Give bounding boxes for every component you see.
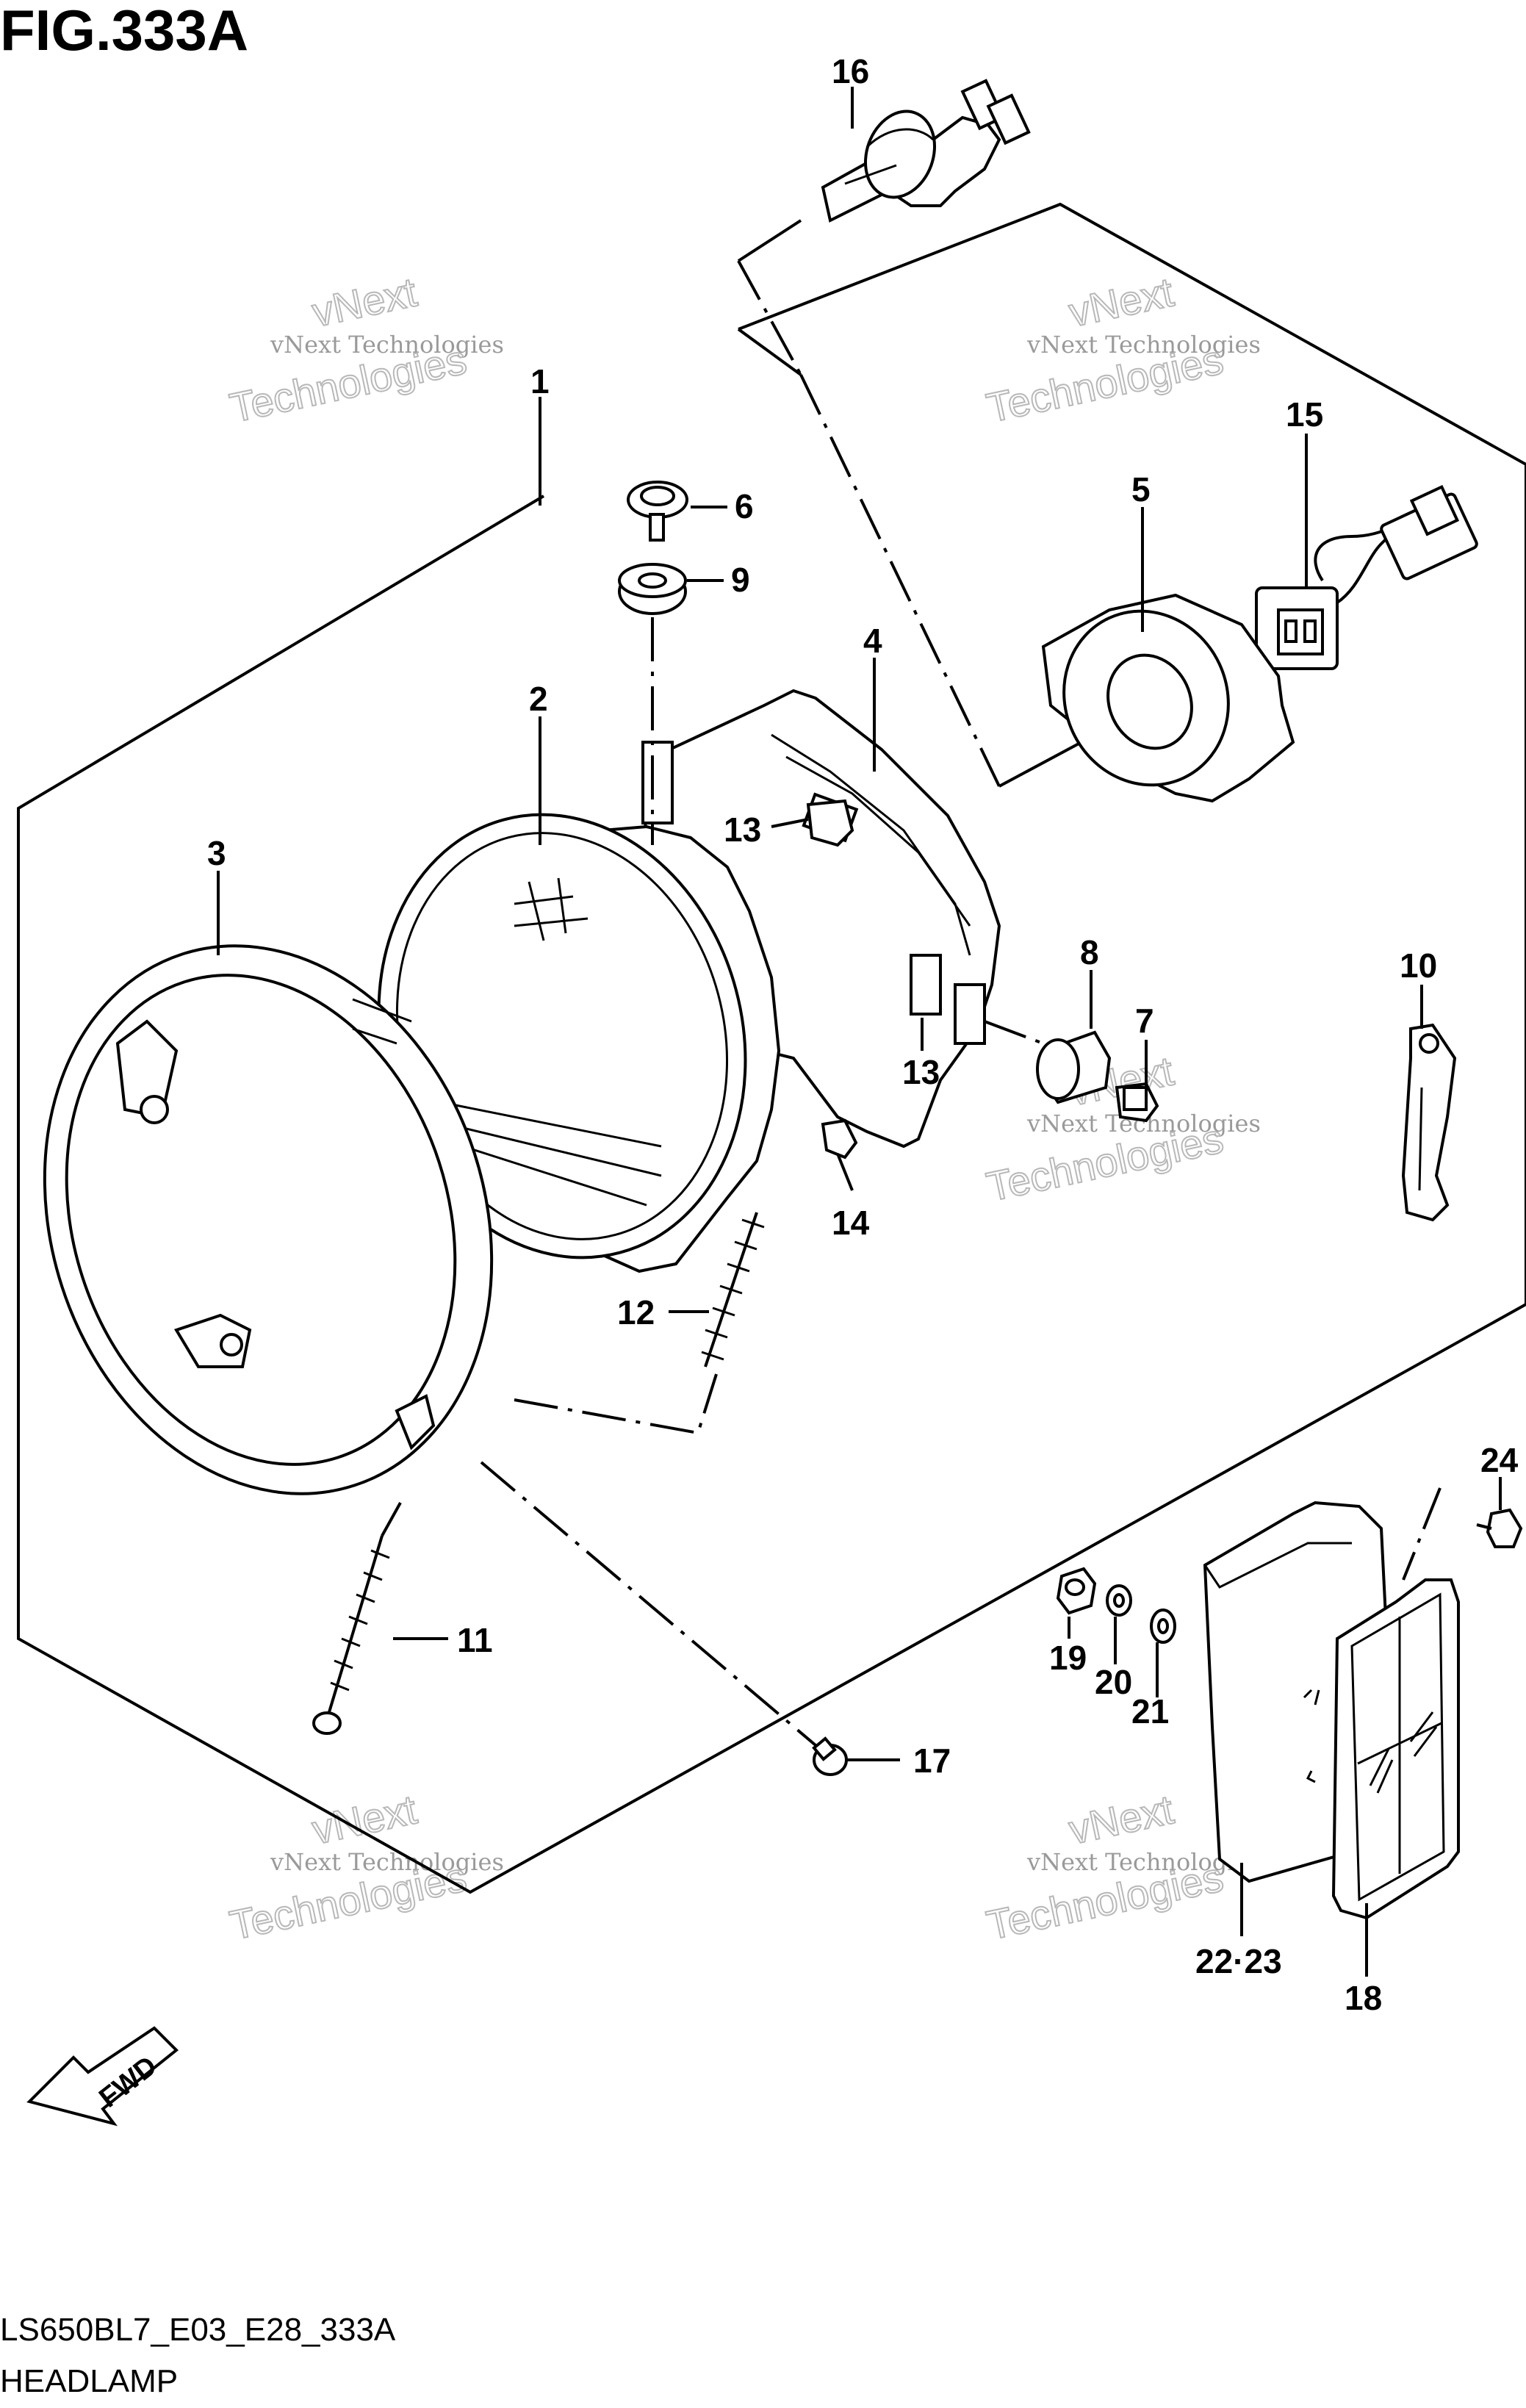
watermark-text: vNext Technologies [270,1848,504,1876]
headlamp-rim[interactable] [0,887,561,1552]
grommet8-leader-dash [984,1020,1044,1045]
callout-19: 19 [1049,1639,1087,1677]
part-11-screw[interactable] [312,1535,390,1735]
part-10-band[interactable] [1401,1023,1457,1222]
part-8-grommet[interactable] [1036,1030,1112,1104]
model-code: LS650BL7_E03_E28_333A [0,2312,396,2348]
callout-13-upper: 13 [724,811,761,849]
screw11-leader-dash [381,1502,402,1537]
bulb-to-socket-dash [799,374,1001,787]
bulb-leader-top [737,219,802,262]
callout-4: 4 [863,622,882,660]
callout-2: 2 [529,680,548,718]
callout-12: 12 [617,1293,655,1331]
part-18-reflector[interactable] [1331,1578,1460,1920]
headlamp-bulb[interactable] [821,79,1031,223]
callout-8: 8 [1080,933,1099,971]
screw17-leader-dash [480,1461,817,1747]
part-20-washer[interactable] [1106,1584,1132,1617]
callout-10: 10 [1400,946,1437,985]
screw24-leader-dash [1402,1487,1442,1581]
watermark-outline: vNext [1065,1786,1178,1852]
headlamp-socket-harness[interactable] [1255,484,1478,670]
spring-leader-dash [514,1373,718,1435]
part-13-nut-upper[interactable] [806,799,854,847]
callout-9: 9 [731,561,750,599]
watermark-outline: vNext [308,268,421,335]
callout-16: 16 [832,52,869,90]
part-17-screw[interactable] [812,1736,848,1776]
bulb-boundary-link [737,328,802,376]
callout-21: 21 [1131,1692,1169,1730]
callout-14: 14 [832,1204,870,1242]
callout-leaders [217,87,1502,1977]
callout-22-23: 22·23 [1195,1942,1282,1980]
callout-13-lower: 13 [902,1053,940,1091]
watermark-outline: vNext [308,1786,421,1852]
bulb-leader-dash [737,260,802,375]
callout-17: 17 [913,1742,951,1780]
callout-18: 18 [1345,1979,1382,2017]
part-6-screw[interactable] [627,481,688,542]
watermark-group-1: vNext Technologies vNext Technologies [225,267,504,431]
headlamp-rear-cover[interactable] [1036,584,1295,812]
figure-title: FIG.333A [0,0,248,62]
watermark-text: vNext Technologies [270,331,504,359]
watermark-group-4: vNext Technologies vNext Technologies [982,1046,1260,1210]
watermark-outline: vNext [1065,268,1178,335]
callout-20: 20 [1095,1663,1132,1701]
callout-5: 5 [1131,470,1151,508]
callout-3: 3 [207,834,226,872]
part-9-grommet[interactable] [618,563,687,615]
forward-direction-arrow: FWD [26,2026,179,2127]
callout-1: 1 [530,362,550,400]
callout-11: 11 [457,1621,493,1659]
assembly-boundary [17,202,1526,1894]
watermark-text: vNext Technologies [1026,331,1261,359]
part-21-washer[interactable] [1150,1609,1176,1644]
part-19-nut[interactable] [1056,1567,1097,1615]
watermark-group-5: vNext Technologies vNext Technologies [225,1785,504,1949]
part-12-spring[interactable] [701,1212,765,1367]
part-24-screw[interactable] [1476,1508,1523,1548]
callout-7: 7 [1135,1002,1154,1040]
section-name: HEADLAMP [0,2363,178,2399]
part-14-nut[interactable] [821,1118,858,1160]
callout-15: 15 [1286,395,1323,434]
callout-6: 6 [735,487,754,525]
part-7-bolt[interactable] [1115,1082,1159,1123]
callout-24: 24 [1480,1441,1519,1479]
